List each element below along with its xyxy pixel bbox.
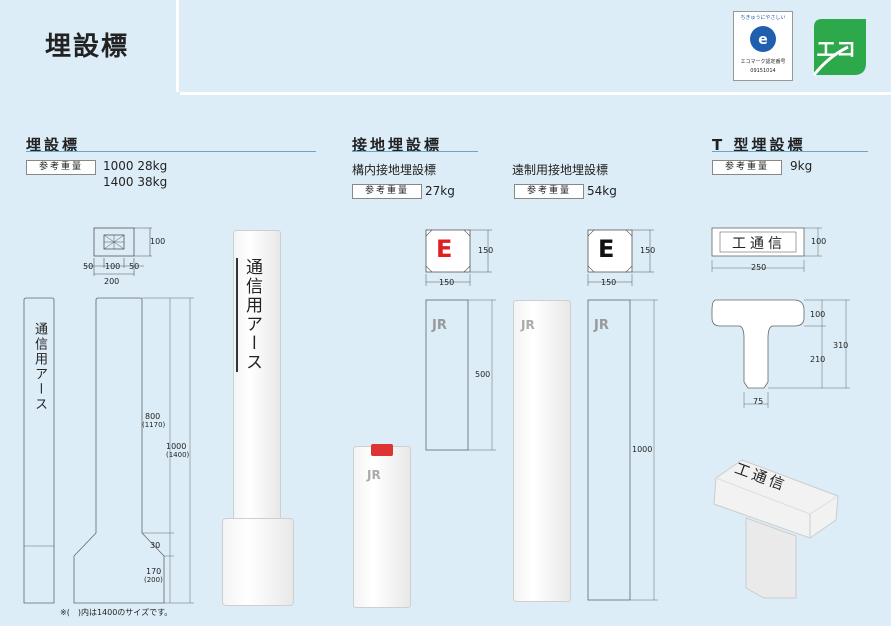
jr-mark-left: JR — [432, 318, 447, 333]
weight-badge-mid-left: 参考重量 — [352, 184, 422, 199]
weight-left-1: 1000 28kg — [103, 159, 168, 173]
dim-mid-left-side: 150 — [439, 278, 455, 287]
dim-t-a: 100 — [810, 310, 826, 319]
dim-top-total: 200 — [104, 277, 120, 286]
t-plate-text: 工通信 — [732, 236, 786, 252]
dim-h2: 1000 — [166, 442, 187, 451]
cert-number: 09151014 — [750, 68, 776, 74]
dim-h1: 800 — [145, 412, 161, 421]
dim-mid-left-top: 150 — [478, 246, 494, 255]
header-rule — [180, 0, 891, 95]
svg-text:e: e — [758, 32, 768, 48]
dim-t-stem: 75 — [753, 397, 764, 406]
dim-t-c: 310 — [833, 341, 849, 350]
dim-mid-right-top: 150 — [640, 246, 656, 255]
elevation-mid-right — [587, 299, 658, 601]
weight-badge-mid-right: 参考重量 — [514, 184, 584, 199]
photo-post-short — [353, 446, 411, 608]
dim-top-c: 50 — [129, 262, 140, 271]
t-photo — [713, 459, 839, 599]
dim-t-top: 100 — [811, 237, 827, 246]
photo-post-tall-base — [222, 518, 294, 606]
dim-t-w: 250 — [751, 263, 767, 272]
dim-top-b: 100 — [105, 262, 121, 271]
post-text-photo: 通信用アース — [236, 258, 265, 372]
dim-h2b: (1400) — [166, 451, 190, 459]
weight-left-2: 1400 38kg — [103, 175, 168, 189]
globe-icon: e — [750, 26, 776, 52]
header-title-box — [0, 0, 179, 92]
weight-badge-right: 参考重量 — [712, 160, 782, 175]
leaf-icon — [812, 19, 866, 76]
top-view-drawing — [84, 227, 152, 276]
section-title-middle: 接地埋設標 — [352, 136, 443, 154]
dim-h4: 170 — [146, 567, 162, 576]
e-mark-left: E — [436, 235, 453, 263]
cert-line2: エコマーク認定番号 — [740, 59, 786, 65]
dim-h4b: (200) — [144, 576, 163, 584]
cert-line1: ちきゅうにやさしい — [740, 15, 786, 21]
section-title-right: T 型埋設標 — [712, 136, 806, 154]
jr-mark-right: JR — [594, 318, 609, 333]
e-mark-left-drawing — [425, 229, 492, 286]
photo-post-long — [513, 300, 571, 602]
weight-right: 9kg — [790, 159, 813, 173]
dim-mid-right-side: 150 — [601, 278, 617, 287]
e-mark-right: E — [598, 235, 615, 263]
dim-h3: 30 — [150, 541, 161, 550]
weight-mid-left: 27kg — [425, 184, 455, 198]
eco-mark-text: エコ — [816, 37, 856, 61]
dim-mid-right-h: 1000 — [632, 445, 653, 454]
elevation-mid-left — [425, 299, 496, 451]
dim-top-w: 100 — [150, 237, 166, 246]
footnote: ※( )内は1400のサイズです。 — [60, 608, 173, 617]
jr-mark-photo-right: JR — [521, 318, 535, 332]
dim-t-b: 210 — [810, 355, 826, 364]
weight-mid-right: 54kg — [587, 184, 617, 198]
ecomark-certificate: e ちきゅうにやさしい エコマーク認定番号 09151014 — [733, 11, 793, 81]
section-line-middle — [352, 151, 478, 152]
page-title: 埋設標 — [45, 32, 130, 62]
t-elevation-drawing — [711, 299, 850, 408]
photo-post-tall — [233, 230, 281, 522]
section-title-left: 埋設標 — [26, 136, 81, 154]
dim-top-a: 50 — [83, 262, 94, 271]
t-top-view-drawing — [711, 227, 822, 272]
dim-h1b: (1170) — [142, 421, 166, 429]
e-mark-right-drawing — [587, 229, 654, 286]
sub-title-right: 遠制用接地埋設標 — [512, 163, 609, 177]
weight-badge-left: 参考重量 — [26, 160, 96, 175]
eco-mark-logo: エコ — [808, 17, 868, 77]
jr-mark-photo-left: JR — [367, 468, 381, 482]
sub-title-left: 構内接地埋設標 — [352, 163, 437, 177]
photo-post-short-top — [371, 444, 393, 456]
dim-mid-left-h: 500 — [475, 370, 491, 379]
side-view-drawing — [23, 297, 194, 604]
post-text-drawing: 通信用アース — [32, 322, 47, 412]
section-line-right — [712, 151, 868, 152]
section-line-left — [26, 151, 316, 152]
